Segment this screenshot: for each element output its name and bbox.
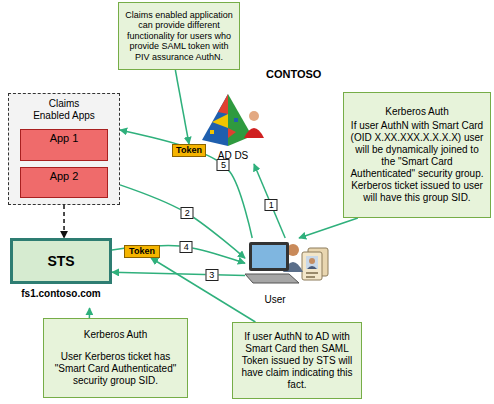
diagram-title: CONTOSO	[266, 68, 321, 81]
callout-note: Kerberos AuthUser Kerberos ticket has "S…	[43, 318, 188, 398]
id-card-front	[302, 252, 322, 280]
laptop-screen	[249, 242, 289, 271]
id-card-body	[307, 266, 317, 269]
laptop-base	[245, 274, 299, 283]
server-label: fs1.contoso.com	[10, 288, 112, 300]
flow-arrow	[112, 246, 245, 264]
callout-text: Kerberos Auth	[84, 329, 147, 341]
flow-arrow	[120, 185, 245, 258]
pyramid-facet	[228, 128, 236, 138]
step-number: 4	[180, 241, 193, 253]
token-tag: Token	[124, 245, 160, 258]
callout-text: User Kerberos ticket has "Smart Card Aut…	[48, 351, 183, 387]
callout-note: Kerberos Auth If user AuthN with Smart Ca…	[343, 92, 491, 218]
pyramid-dot	[234, 118, 238, 122]
node-label: AD DS	[198, 150, 268, 162]
user-node: User	[245, 238, 305, 310]
callout-text: If user AuthN with Smart Card (OID X.XX.…	[348, 120, 486, 204]
flow-arrow	[120, 130, 252, 238]
flow-arrow	[299, 218, 358, 238]
callout-note: Claims enabled application can provide d…	[118, 2, 240, 70]
id-card-line	[306, 276, 315, 278]
app-box: App 2	[20, 167, 108, 198]
admin-body	[244, 128, 264, 138]
app-label: App 1	[21, 130, 107, 145]
id-card-face	[309, 258, 315, 264]
callout-text: Kerberos Auth	[385, 106, 448, 118]
pyramid-facet	[212, 114, 228, 128]
flow-arrow	[89, 308, 91, 318]
flow-arrow	[151, 258, 255, 322]
app-label: App 2	[21, 168, 107, 183]
node-label: User	[245, 294, 305, 306]
directory-icon	[198, 92, 268, 148]
token-label: Token	[125, 246, 159, 257]
step-number: 1	[265, 199, 278, 211]
callout-text: If user AuthN to AD with Smart Card then…	[237, 331, 357, 391]
app-box: App 1	[20, 129, 108, 161]
id-card-photo	[306, 256, 318, 269]
app-group: Claims Enabled AppsApp 1 App 2	[8, 93, 120, 205]
admin-head	[249, 111, 259, 121]
pyramid-dot	[210, 130, 214, 134]
step-number: 3	[205, 269, 218, 281]
callout-note: If user AuthN to AD with Smart Card then…	[232, 322, 362, 399]
pyramid-facet	[218, 94, 228, 114]
id-card-line	[306, 272, 318, 274]
directory-node: AD DS	[198, 92, 268, 164]
token-label: Token	[173, 145, 205, 156]
dashed-arrow	[63, 205, 65, 238]
id-card-icon	[302, 248, 328, 280]
server-label: STS	[10, 238, 112, 284]
callout-text: Claims enabled application can provide d…	[123, 10, 235, 63]
laptop-display	[252, 245, 286, 268]
sts-server: STS fs1.contoso.com	[10, 238, 112, 308]
flow-arrow	[175, 70, 189, 144]
flow-arrow	[254, 164, 285, 238]
step-number: 5	[217, 159, 230, 171]
step-number: 2	[181, 207, 194, 219]
pyramid-face	[228, 94, 252, 146]
pyramid-face	[202, 94, 228, 146]
token-tag: Token	[172, 144, 206, 157]
group-title: Claims Enabled Apps	[29, 98, 99, 122]
laptop-icon	[245, 238, 305, 288]
